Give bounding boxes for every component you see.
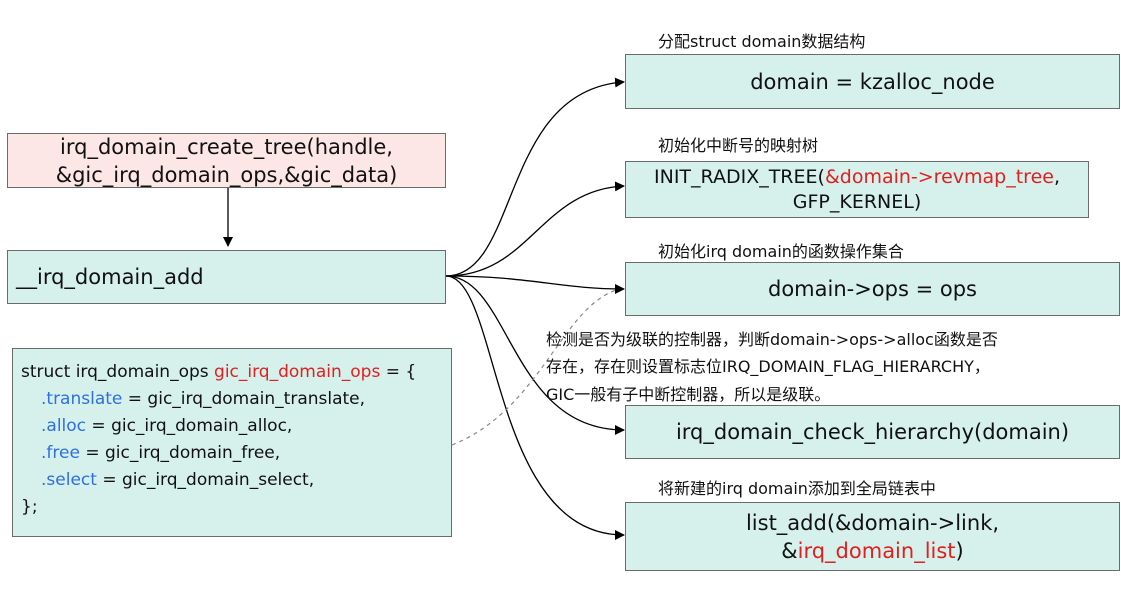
radix-tree-line2: GFP_KERNEL) [792,190,922,213]
ops-field-translate: .translate = gic_irq_domain_translate, [21,386,451,413]
list-add-box: list_add(&domain->link, &irq_domain_list… [625,502,1120,571]
check-hierarchy-text: irq_domain_check_hierarchy(domain) [675,420,1070,444]
radix-tree-box: INIT_RADIX_TREE(&domain->revmap_tree, GF… [625,161,1089,218]
list-add-list-name: irq_domain_list [797,538,956,563]
irq-domain-add-text: __irq_domain_add [16,265,204,289]
ops-decl-prefix: struct irq_domain_ops [21,362,215,382]
step-label-ops: 初始化irq domain的函数操作集合 [658,242,904,261]
radix-tree-call: INIT_RADIX_TREE( [654,165,825,188]
list-add-close-paren: ) [955,538,964,563]
ops-decl-name: gic_irq_domain_ops [214,362,381,382]
radix-tree-comma: , [1053,165,1060,188]
step-label-alloc: 分配struct domain数据结构 [658,32,866,51]
ops-field-value: = gic_irq_domain_alloc, [86,416,293,436]
domain-ops-box: domain->ops = ops [625,262,1120,316]
ops-field-free: .free = gic_irq_domain_free, [21,440,451,467]
ops-field-value: = gic_irq_domain_translate, [122,389,366,409]
ops-field-key: .free [41,443,80,463]
step-label-hierarchy-1: 检测是否为级联的控制器，判断domain->ops->alloc函数是否 [546,330,998,349]
radix-tree-line1: INIT_RADIX_TREE(&domain->revmap_tree, [654,165,1060,190]
list-add-line1: list_add(&domain->link, [745,510,1000,535]
ops-field-value: = gic_irq_domain_free, [79,443,281,463]
create-tree-line1: irq_domain_create_tree(handle, [60,134,393,159]
ops-field-key: .translate [41,389,123,409]
create-tree-box: irq_domain_create_tree(handle, &gic_irq_… [7,133,446,188]
list-add-line2: &irq_domain_list) [781,537,964,565]
ops-struct-close: }; [21,497,38,517]
list-add-amp: & [781,538,798,563]
arrow-to-kzalloc [445,77,625,277]
arrow-to-radix-tree [445,181,625,277]
step-label-hierarchy-2: 存在，存在则设置标志位IRQ_DOMAIN_FLAG_HIERARCHY， [546,357,990,376]
ops-field-key: .select [41,470,97,490]
step-label-radix-tree: 初始化中断号的映射树 [658,136,819,155]
arrow-to-hierarchy [445,275,625,435]
step-label-list-add: 将新建的irq domain添加到全局链表中 [658,479,936,498]
kzalloc-box: domain = kzalloc_node [625,54,1120,109]
kzalloc-text: domain = kzalloc_node [750,69,995,94]
ops-field-select: .select = gic_irq_domain_select, [21,467,451,494]
check-hierarchy-box: irq_domain_check_hierarchy(domain) [625,405,1120,459]
step-label-hierarchy-3: GIC一般有子中断控制器，所以是级联。 [546,385,831,404]
create-tree-line2: &gic_irq_domain_ops,&gic_data) [55,162,398,187]
ops-struct-declaration: struct irq_domain_ops gic_irq_domain_ops… [21,359,451,386]
domain-ops-text: domain->ops = ops [767,277,977,301]
radix-tree-arg: &domain->revmap_tree [824,165,1054,188]
ops-field-alloc: .alloc = gic_irq_domain_alloc, [21,413,451,440]
dashed-link-ops [451,289,617,446]
ops-field-key: .alloc [41,416,87,436]
irq-domain-add-box: __irq_domain_add [7,250,446,304]
arrow-to-list-add [445,275,625,540]
arrow-to-ops [445,275,625,294]
irq-domain-ops-struct: struct irq_domain_ops gic_irq_domain_ops… [12,348,452,537]
ops-field-value: = gic_irq_domain_select, [96,470,315,490]
ops-decl-suffix: = { [380,362,417,382]
